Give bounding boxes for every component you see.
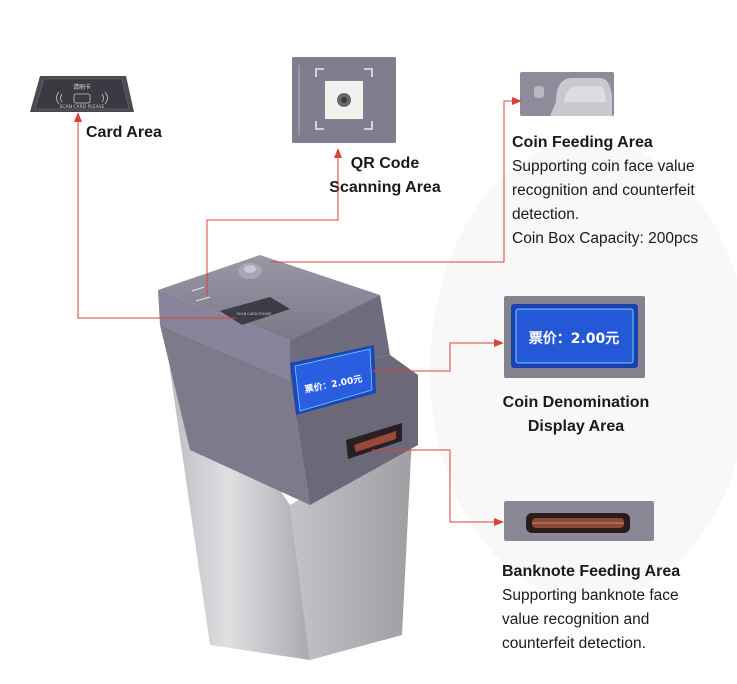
contactless-icon — [56, 91, 108, 105]
banknote-feeding-desc-1: Supporting banknote face — [502, 587, 679, 604]
card-area-thumbnail: 请刷卡 SCAN CARD PLEASE — [30, 74, 134, 114]
coin-feeding-thumbnail — [520, 72, 614, 116]
coin-feeding-desc-2: recognition and counterfeit — [512, 182, 695, 199]
coin-feeding-desc-1: Supporting coin face value — [512, 158, 695, 175]
qr-area-label: QR Code Scanning Area — [325, 152, 445, 200]
banknote-feeding-desc-2: value recognition and — [502, 611, 650, 628]
coin-feeding-label: Coin Feeding Area Supporting coin face v… — [512, 131, 698, 251]
display-area-label: Coin Denomination Display Area — [496, 391, 656, 439]
display-thumb-price: 票价：2.00元 — [529, 331, 620, 347]
coin-feeding-desc-4: Coin Box Capacity: 200pcs — [512, 230, 699, 247]
display-area-title-line1: Coin Denomination — [502, 394, 650, 411]
coin-feeding-desc-3: detection. — [512, 206, 580, 223]
coin-feeding-title: Coin Feeding Area — [512, 134, 653, 151]
card-thumb-label-bottom: SCAN CARD PLEASE — [60, 104, 105, 110]
display-area-thumbnail: 票价：2.00元 — [504, 296, 645, 378]
fare-collection-machine: SCAN CARD PLEASE 票价：2.00元 — [158, 255, 418, 660]
qr-area-title-line1: QR Code — [350, 155, 420, 172]
card-area-label: Card Area — [86, 121, 162, 145]
banknote-feeding-label: Banknote Feeding Area Supporting banknot… — [502, 560, 680, 656]
display-area-title-line2: Display Area — [527, 418, 625, 435]
card-thumb-label-top: 请刷卡 — [73, 83, 91, 91]
qr-scanning-thumbnail — [292, 57, 396, 143]
coin-knob-icon — [534, 86, 544, 98]
qr-area-title-line2: Scanning Area — [329, 179, 441, 196]
machine-card-panel-label: SCAN CARD PLEASE — [237, 312, 272, 316]
banknote-feeding-title: Banknote Feeding Area — [502, 563, 681, 580]
card-area-title: Card Area — [86, 124, 162, 141]
banknote-feeding-desc-3: counterfeit detection. — [502, 635, 646, 652]
banknote-feeding-thumbnail — [504, 501, 654, 541]
